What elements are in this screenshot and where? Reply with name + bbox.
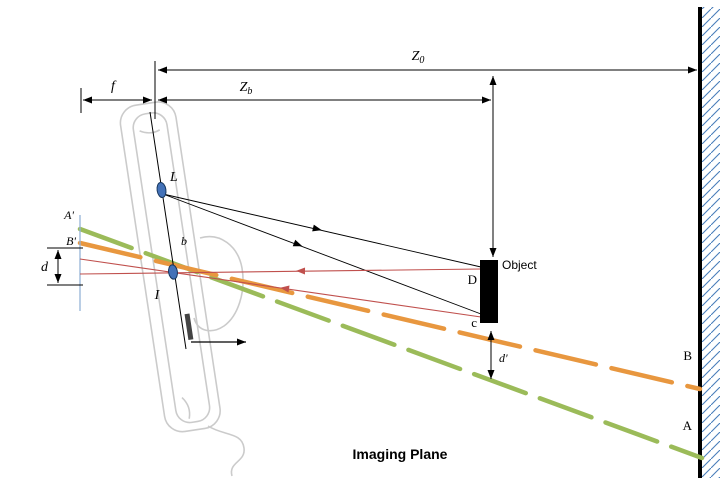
wall-point-b-label: B	[683, 348, 692, 363]
reflected-ray-upper	[79, 268, 482, 275]
reference-ray-orange-B	[77, 240, 703, 392]
image-point-a-label: A'	[63, 208, 74, 222]
device-detail-top	[139, 129, 161, 134]
laser-ray-upper-arrow-icon	[312, 224, 322, 232]
object-label: Object	[502, 258, 537, 272]
laser-point-label: L	[169, 170, 178, 185]
object-point-d-label: D	[468, 272, 477, 287]
device-dark-slot	[184, 313, 194, 340]
device-sketch	[119, 101, 245, 477]
baseline-label: b	[181, 234, 187, 248]
object-point-c-label: c	[471, 315, 477, 330]
dim-z0-base: Z	[412, 49, 420, 64]
imager-node	[168, 264, 178, 280]
reflected-ray-upper-arrow-icon	[296, 267, 306, 275]
object-rect	[480, 260, 498, 323]
image-point-b-label: B'	[66, 234, 76, 248]
device-body-group	[119, 101, 221, 433]
dim-zb-base: Z	[240, 80, 248, 95]
laser-ray-lower	[162, 193, 482, 315]
reflected-ray-lower	[79, 258, 482, 318]
device-stand-sketch	[193, 235, 244, 332]
dim-zb-label: Zb	[240, 80, 253, 97]
dim-z0-label: Z0	[412, 49, 425, 66]
displacement-label: d'	[499, 351, 508, 365]
caption-imaging-plane: Imaging Plane	[353, 446, 448, 462]
laser-ray-upper	[162, 193, 482, 268]
wall-point-a-label: A	[683, 418, 693, 433]
device-cable-sketch	[207, 425, 245, 477]
reflected-ray-lower-arrow-icon	[280, 285, 290, 293]
imager-point-label: I	[154, 288, 161, 303]
laser-ray-lower-arrow-icon	[292, 239, 303, 247]
laser-node	[156, 181, 167, 199]
focal-length-label: f	[111, 79, 117, 94]
device-axis-line	[149, 111, 187, 350]
wall-hatch	[702, 7, 720, 478]
dim-zb-sub: b	[247, 86, 252, 97]
disparity-label: d	[41, 260, 49, 275]
device-body-outline	[119, 101, 221, 433]
device-detail-bottom	[181, 396, 191, 419]
dim-z0-sub: 0	[419, 55, 424, 66]
